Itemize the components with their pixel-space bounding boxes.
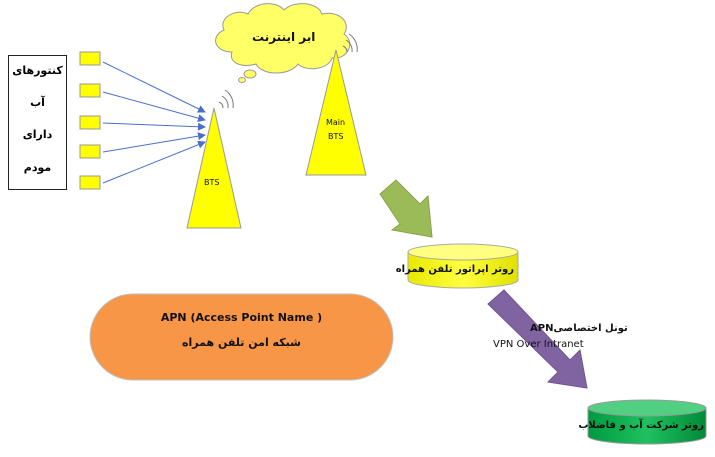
meters-line: مودم <box>23 161 52 174</box>
apn-title: APN (Access Point Name ) <box>160 311 323 324</box>
modem-arrow <box>102 132 206 153</box>
modem-boxes <box>79 51 101 190</box>
meters-label-box: کنتورهای آب دارای مودم <box>8 55 67 190</box>
modem-box <box>79 51 101 66</box>
meters-line: دارای <box>22 128 53 141</box>
meters-line: کنتورهای <box>12 64 63 77</box>
modem-arrows <box>102 61 206 184</box>
tunnel-label: APNتونل اختصاصی <box>530 323 628 334</box>
operator-router-cylinder <box>407 243 519 289</box>
company-router-label: روتر شرکت آب و فاضلاب <box>578 420 704 431</box>
main-bts-signal-waves <box>342 33 358 53</box>
modem-arrow <box>102 61 206 113</box>
meters-line: آب <box>30 96 45 109</box>
modem-arrow <box>102 91 206 123</box>
bts-label: BTS <box>204 178 220 187</box>
main-bts-label-line1: Main <box>326 118 346 127</box>
modem-box <box>79 115 101 130</box>
company-router-cylinder <box>587 399 707 445</box>
apn-rounded-box <box>89 293 394 381</box>
modem-arrow <box>102 122 206 131</box>
bts-signal-waves <box>218 89 234 109</box>
internet-cloud <box>215 3 351 83</box>
modem-box <box>79 144 101 159</box>
purple-arrow <box>487 289 588 389</box>
main-bts-tower <box>305 49 367 176</box>
vpn-label: VPN Over Intranet <box>493 339 584 350</box>
main-bts-label-line2: BTS <box>328 132 344 141</box>
apn-subtitle: شبکه امن تلفن همراه <box>182 336 301 349</box>
modem-box <box>79 83 101 98</box>
cloud-label: ابر اینترنت <box>252 30 316 44</box>
cloud-puff <box>238 77 246 83</box>
cloud-puff <box>243 69 257 79</box>
green-arrow <box>379 179 433 238</box>
bts-tower <box>186 107 242 229</box>
modem-arrow <box>102 140 206 184</box>
modem-box <box>79 175 101 190</box>
operator-router-label: روتر اپراتور تلفن همراه <box>395 264 514 275</box>
